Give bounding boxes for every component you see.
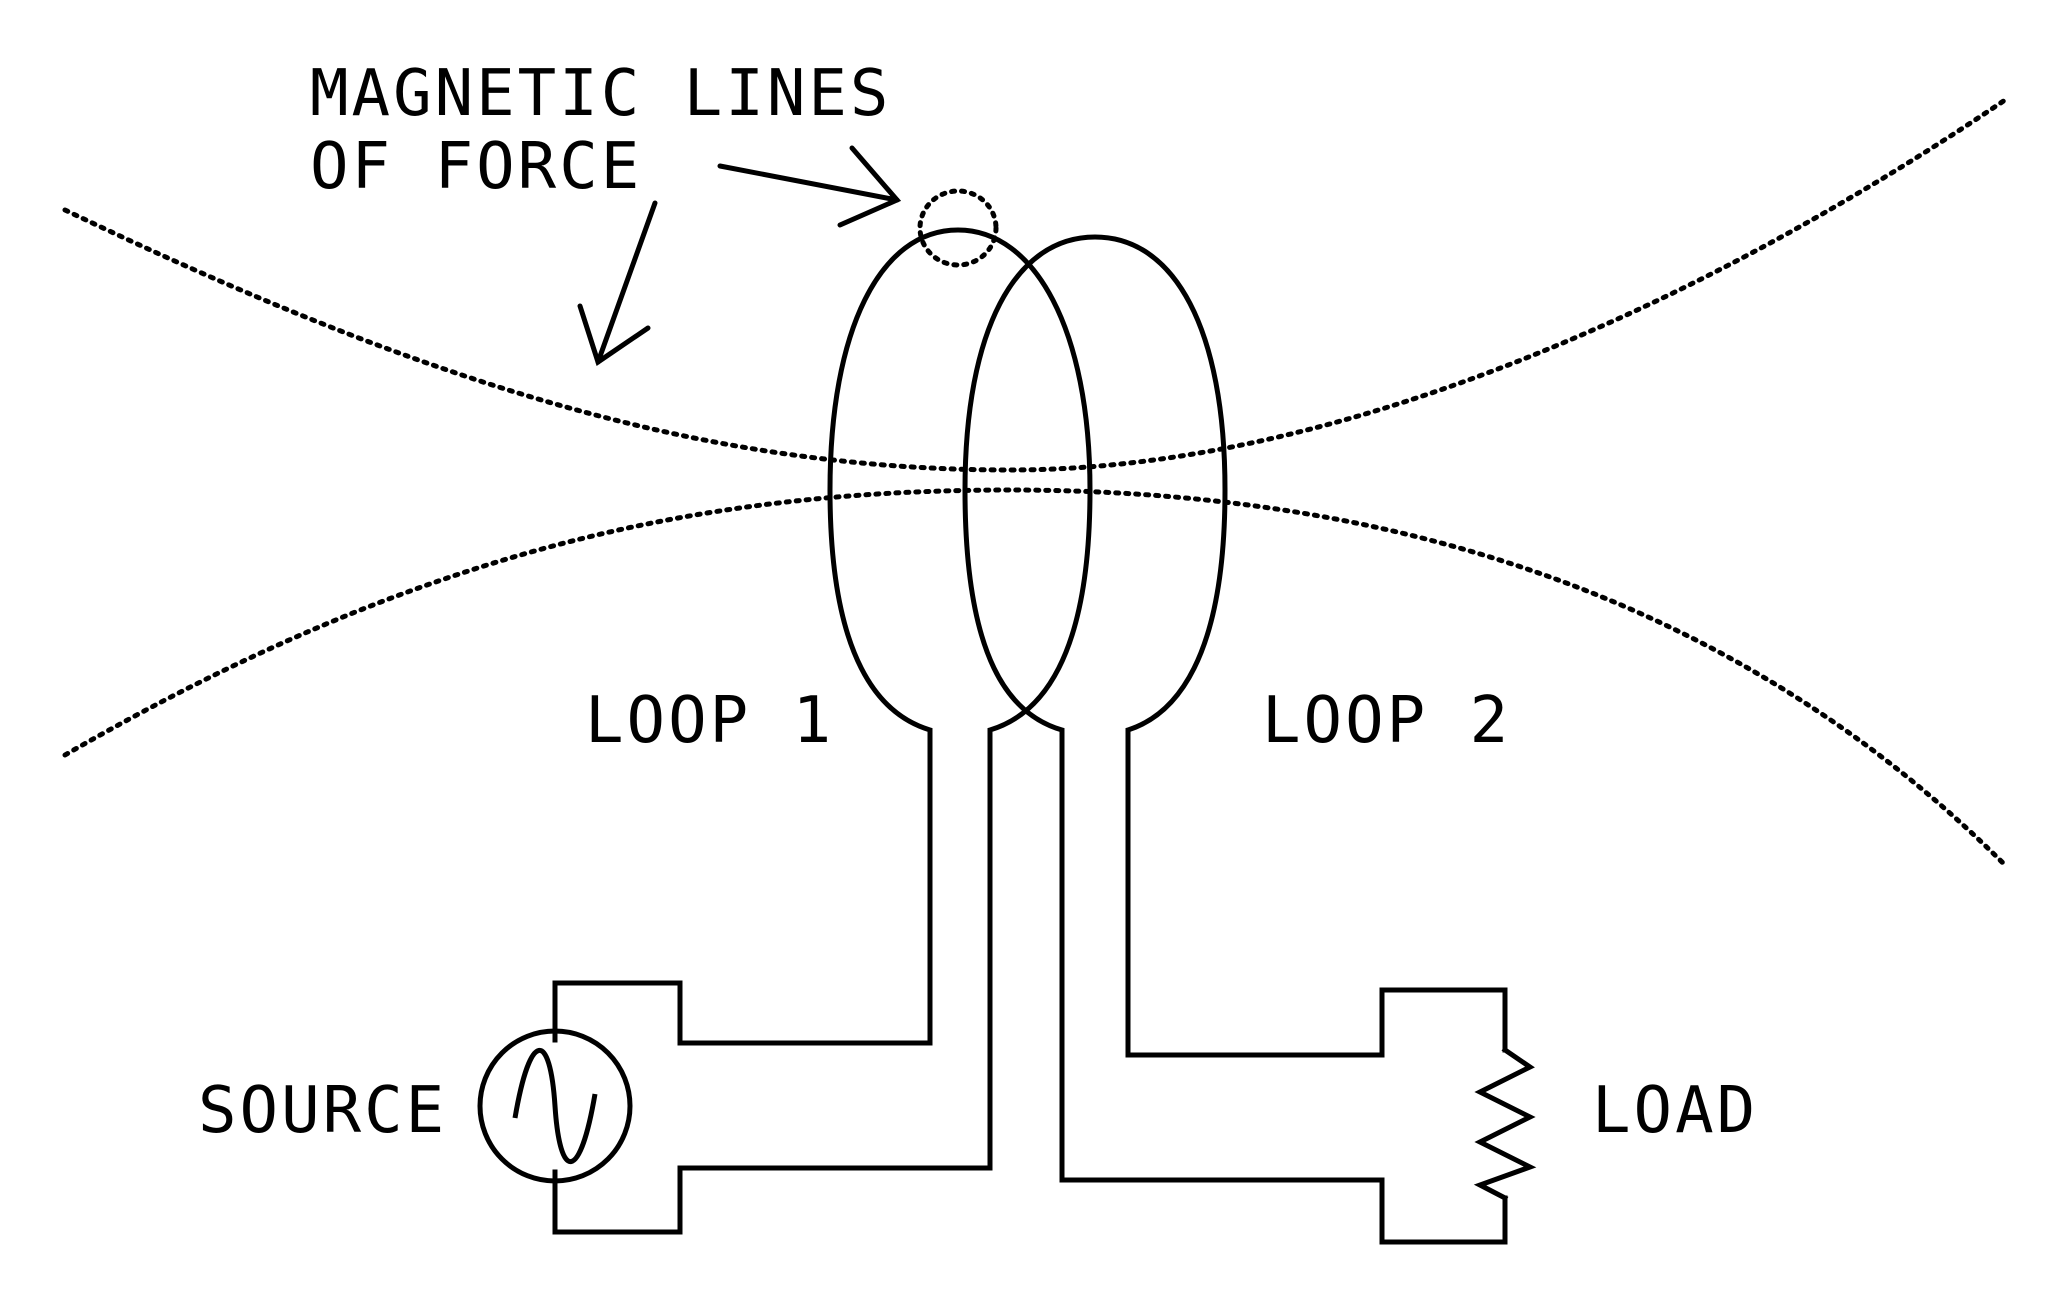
loop-1-lead-outer bbox=[552, 737, 933, 1046]
loop-1-lead-inner bbox=[552, 737, 993, 1235]
loop-2-lead-outer bbox=[1125, 737, 1508, 1058]
ac-source-icon bbox=[477, 1028, 633, 1184]
loop-2 bbox=[962, 234, 1228, 740]
arrow-to-field-head bbox=[577, 303, 651, 366]
resistor-icon bbox=[1473, 1046, 1537, 1202]
source-label: SOURCE bbox=[198, 1074, 447, 1148]
field-line-loop bbox=[917, 188, 999, 268]
loop-2-label: LOOP 2 bbox=[1262, 684, 1511, 758]
magnetic-field-lines bbox=[62, 97, 2008, 868]
loop-2-lead-inner bbox=[1059, 737, 1508, 1245]
load-circuit bbox=[1059, 737, 1537, 1245]
arrow-to-loop-line bbox=[717, 163, 900, 203]
label-arrows bbox=[577, 145, 902, 366]
magnetic-lines-label-line2: OF FORCE bbox=[310, 130, 642, 204]
source-circuit bbox=[477, 737, 993, 1235]
arrow-to-field-line bbox=[595, 200, 658, 365]
load-label: LOAD bbox=[1592, 1074, 1758, 1148]
arrow-to-loop-head bbox=[837, 145, 902, 228]
magnetic-lines-label-line1: MAGNETIC LINES bbox=[310, 57, 891, 131]
field-line-upper bbox=[62, 97, 2008, 473]
loop-1 bbox=[827, 227, 1093, 740]
loop-1-label: LOOP 1 bbox=[585, 684, 834, 758]
field-line-lower bbox=[62, 487, 2008, 868]
